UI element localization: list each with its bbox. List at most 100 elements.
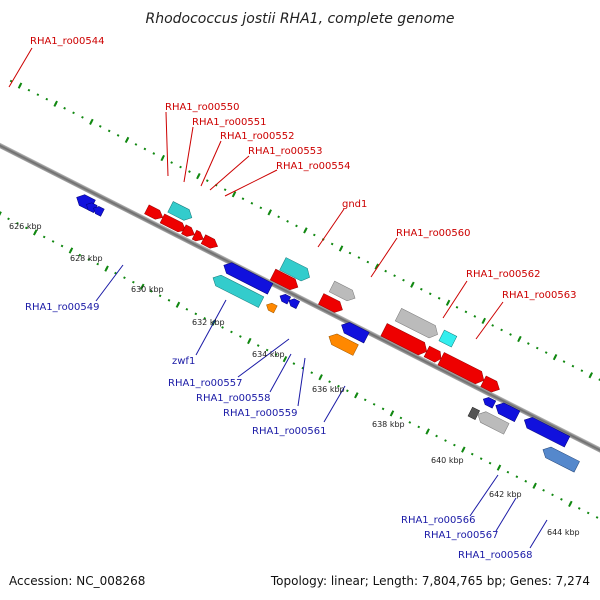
tick-label: 630 kbp [131,285,164,294]
tick-label: 636 kbp [312,385,345,394]
reverse-major-ticks [0,211,573,508]
forward-major-ticks [17,82,594,379]
tick-mark [389,410,395,417]
gene-label[interactable]: RHA1_ro00550 [165,102,240,113]
tick-mark [517,335,522,343]
tick-mark [68,247,74,254]
gene-arrow[interactable] [265,301,278,314]
forward-gene-labels: RHA1_ro00544 RHA1_ro00550 RHA1_ro00551 R… [30,36,577,301]
reverse-leader-lines [95,264,548,549]
tick-mark [140,283,145,290]
gene-label[interactable]: RHA1_ro00568 [458,550,533,561]
gene-label[interactable]: RHA1_ro00560 [396,228,471,239]
gene-label[interactable]: RHA1_ro00551 [192,117,267,128]
tick-mark [374,263,379,270]
gene-arrow[interactable] [493,400,521,423]
tick-mark [461,446,466,453]
gene-label[interactable]: zwf1 [172,356,195,367]
tick-label: 644 kbp [547,528,580,537]
gene-label[interactable]: RHA1_ro00558 [196,393,271,404]
forward-dotted-guide [9,79,600,417]
forward-gene-arrows [144,201,502,395]
gene-arrow[interactable] [279,257,313,284]
tick-mark [496,464,502,471]
gene-arrow[interactable] [210,272,265,308]
tick-mark [196,172,201,180]
gene-arrow[interactable] [144,204,165,222]
tick-mark [532,482,537,489]
tick-mark [318,374,323,381]
tick-mark [175,301,181,308]
tick-label: 642 kbp [489,490,522,499]
tick-label: 634 kbp [252,350,285,359]
gene-arrow[interactable] [287,297,300,309]
gene-label[interactable]: gnd1 [342,199,367,210]
gene-label[interactable]: RHA1_ro00563 [502,290,577,301]
tick-mark [124,136,130,144]
tick-mark [160,154,165,162]
tick-mark [0,211,2,218]
gene-arrow[interactable] [380,323,430,357]
gene-arrow[interactable] [221,260,274,295]
topology-text: Topology: linear; Length: 7,804,765 bp; … [270,574,590,588]
gene-arrow[interactable] [522,415,571,448]
tick-label: 628 kbp [70,254,103,263]
gene-label[interactable]: RHA1_ro00552 [220,131,295,142]
gene-arrow[interactable] [191,229,205,243]
gene-arrow[interactable] [181,224,197,239]
gene-arrow[interactable] [167,201,195,223]
reverse-gene-arrows [76,194,580,473]
gene-label[interactable]: RHA1_ro00554 [276,161,351,172]
gene-label[interactable]: RHA1_ro00561 [252,426,327,437]
gene-arrow[interactable] [200,234,220,251]
gene-arrow[interactable] [423,345,444,364]
gene-label[interactable]: RHA1_ro00553 [248,146,323,157]
tick-labels: 626 kbp 628 kbp 630 kbp 632 kbp 634 kbp … [9,222,580,537]
forward-leader-lines [8,47,504,340]
tick-mark [267,209,272,216]
tick-label: 626 kbp [9,222,42,231]
gene-arrow[interactable] [437,352,487,386]
gene-arrow[interactable] [339,320,370,344]
gene-label[interactable]: RHA1_ro00557 [168,378,243,389]
gene-arrow[interactable] [438,329,458,348]
reverse-gene-labels: RHA1_ro00549 zwf1 RHA1_ro00557 RHA1_ro00… [25,302,533,561]
gene-arrow[interactable] [475,409,510,435]
tick-label: 638 kbp [372,420,405,429]
gene-arrow[interactable] [159,213,188,235]
track-frame [0,79,600,527]
tick-mark [104,265,109,272]
gene-arrow[interactable] [326,331,359,356]
tick-label: 632 kbp [192,318,225,327]
gene-arrow[interactable] [318,293,345,316]
tick-mark [17,82,23,89]
map-title: Rhodococcus jostii RHA1, complete genome [145,11,454,27]
tick-mark [53,100,58,107]
tick-mark [445,299,451,306]
tick-mark [338,245,344,252]
tick-label: 640 kbp [431,456,464,465]
gene-arrow[interactable] [540,444,580,473]
tick-mark [89,118,94,125]
tick-mark [231,191,237,198]
tick-mark [354,392,359,399]
gene-arrow[interactable] [480,375,502,395]
gene-arrow[interactable] [467,406,480,421]
tick-mark [552,353,558,361]
gene-label[interactable]: RHA1_ro00549 [25,302,100,313]
gene-arrow[interactable] [328,280,358,303]
tick-mark [33,229,38,236]
gene-label[interactable]: RHA1_ro00567 [424,530,499,541]
accession-text: Accession: NC_008268 [9,574,145,588]
tick-mark [282,355,288,363]
tick-mark [481,317,487,325]
gene-label[interactable]: RHA1_ro00566 [401,515,476,526]
gene-arrow[interactable] [394,308,441,340]
gene-arrow[interactable] [269,268,300,292]
gene-label[interactable]: RHA1_ro00559 [223,408,298,419]
gene-label[interactable]: RHA1_ro00562 [466,269,541,280]
gene-label[interactable]: RHA1_ro00544 [30,36,105,47]
gene-arrow[interactable] [481,396,497,409]
gene-arrow[interactable] [92,205,105,217]
